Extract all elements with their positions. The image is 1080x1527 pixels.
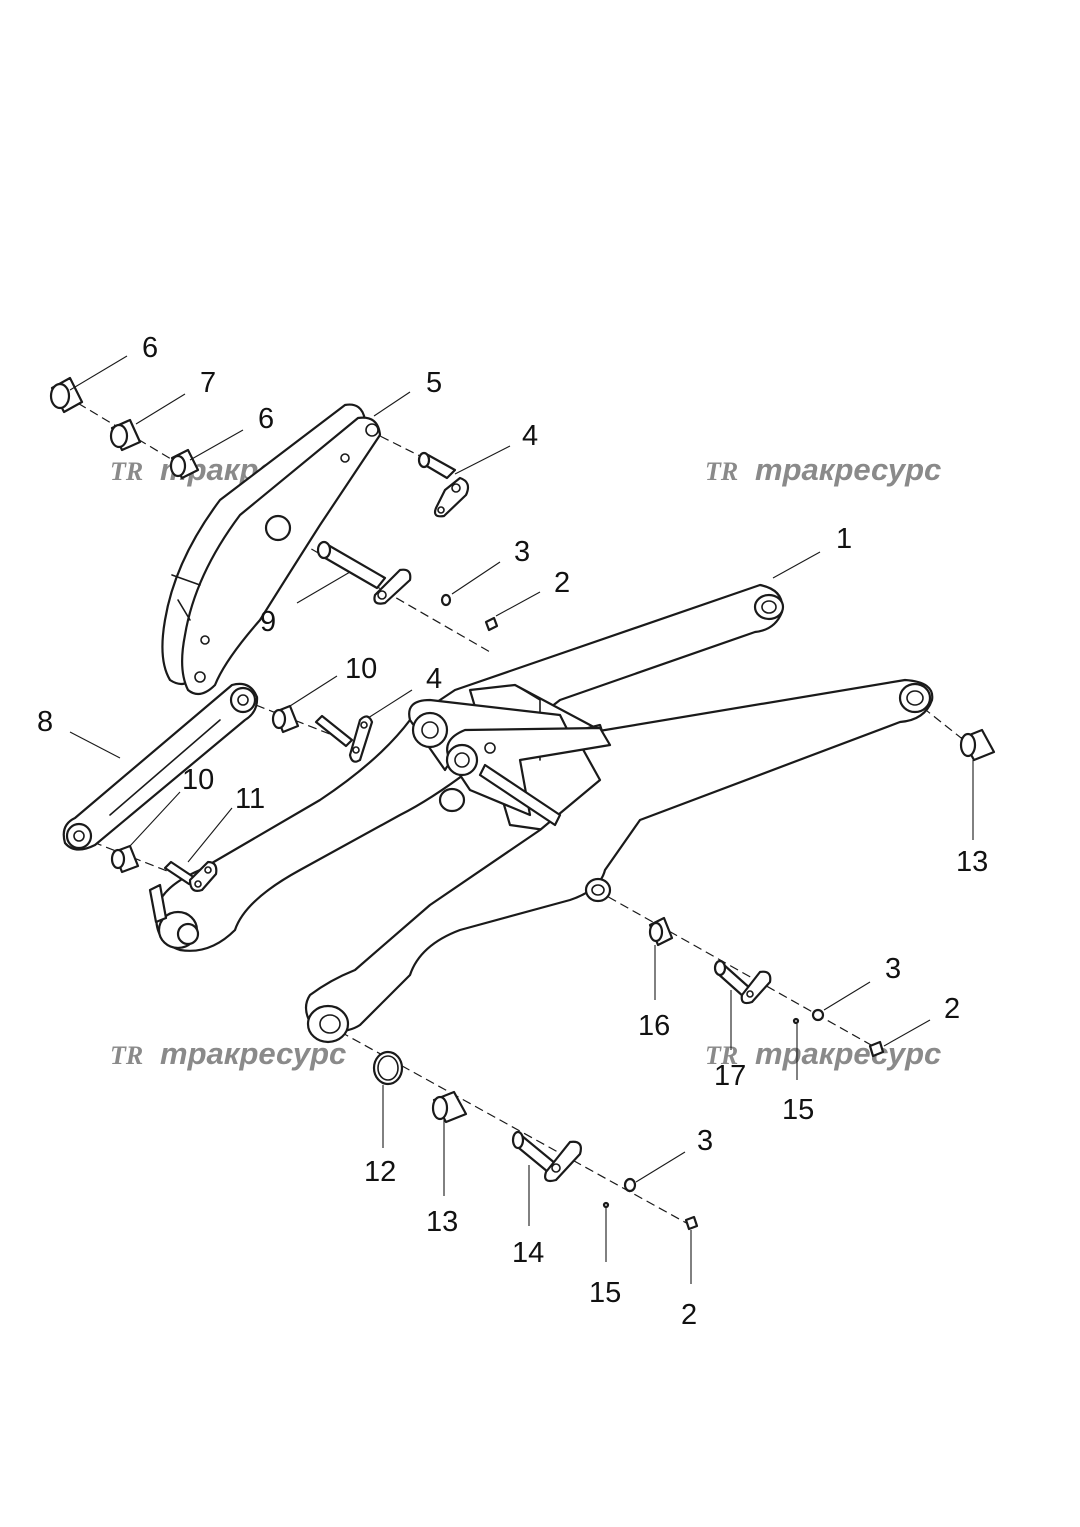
watermark-text: тракресурс [755, 452, 941, 487]
watermark-text: тракресурс [160, 1036, 346, 1071]
callout-3: 3 [697, 1125, 713, 1157]
part-8-link-bar [62, 682, 259, 851]
callout-10: 10 [345, 653, 377, 685]
callout-13: 13 [426, 1206, 458, 1238]
callout-9: 9 [260, 606, 276, 638]
callout-2: 2 [554, 567, 570, 599]
callout-15: 15 [589, 1277, 621, 1309]
callout-6: 6 [258, 403, 274, 435]
pin-9 [316, 540, 412, 605]
callout-11: 11 [235, 783, 265, 815]
grease-nipple-15-lower [602, 1201, 610, 1209]
callout-14: 14 [512, 1237, 544, 1269]
callout-16: 16 [638, 1010, 670, 1042]
callout-labels: 6 7 6 5 4 1 3 2 9 10 4 8 10 11 13 3 2 16… [37, 332, 988, 1331]
callout-4: 4 [426, 663, 442, 695]
bolt-2-middle [868, 1040, 885, 1058]
bushing-10-lower [110, 844, 140, 874]
pin-14 [511, 1130, 582, 1183]
leader-lines [69, 355, 974, 1284]
watermark-bottom-left: TR тракресурс [110, 1036, 346, 1071]
bushing-10-upper [271, 704, 300, 734]
pin-17 [713, 959, 772, 1005]
washer-3-middle [811, 1008, 825, 1022]
washer-3-upper [440, 593, 452, 607]
callout-6: 6 [142, 332, 158, 364]
watermark-logo-icon: TR [705, 457, 738, 486]
part-1-boom-arm [148, 583, 934, 1044]
callout-3: 3 [885, 953, 901, 985]
part-5-curved-link [161, 403, 382, 696]
callout-2: 2 [944, 993, 960, 1025]
callout-10: 10 [182, 764, 214, 796]
watermark-logo-icon: TR [110, 1041, 143, 1070]
washer-3-lower [623, 1177, 637, 1193]
watermark-text: тракресурс [755, 1036, 941, 1071]
bolt-2-upper [484, 616, 499, 632]
pin-4-lower [314, 714, 374, 763]
callout-8: 8 [37, 706, 53, 738]
callout-1: 1 [836, 523, 852, 555]
watermark-top-right: TR тракресурс [705, 452, 941, 487]
watermark-logo-icon: TR [705, 1041, 738, 1070]
callout-3: 3 [514, 536, 530, 568]
watermark-logo-icon: TR [110, 457, 143, 486]
callout-15: 15 [782, 1094, 814, 1126]
bushing-6-lower [169, 448, 200, 480]
bushing-7 [109, 418, 142, 452]
pin-11 [163, 860, 218, 892]
callout-4: 4 [522, 420, 538, 452]
bolt-2-lower [684, 1215, 699, 1231]
bushing-13-lower [431, 1090, 468, 1124]
bushing-13-right [959, 728, 996, 762]
bushing-16 [648, 916, 674, 947]
callout-2: 2 [681, 1299, 697, 1331]
ring-12 [372, 1050, 404, 1086]
callout-13: 13 [956, 846, 988, 878]
watermark-bottom-right: TR тракресурс [705, 1036, 941, 1071]
bushing-6-upper [49, 376, 84, 414]
callout-12: 12 [364, 1156, 396, 1188]
callout-5: 5 [426, 367, 442, 399]
grease-nipple-15-middle [792, 1017, 800, 1025]
callout-17: 17 [714, 1060, 746, 1092]
callout-7: 7 [200, 367, 216, 399]
pin-4-upper [417, 451, 470, 518]
